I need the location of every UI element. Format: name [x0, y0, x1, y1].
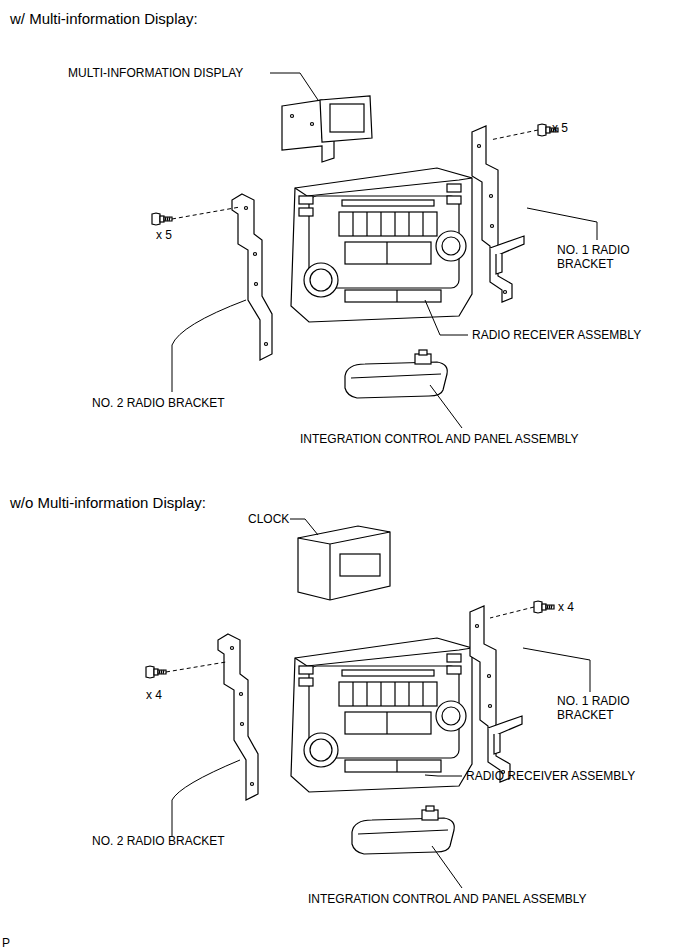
bolt-count: x 5	[552, 121, 568, 135]
section-heading: w/o Multi-information Display:	[10, 494, 206, 512]
bolt-count: x 4	[146, 688, 162, 702]
part-label: NO. 1 RADIO BRACKET	[557, 694, 641, 722]
section-heading: w/ Multi-information Display:	[10, 10, 198, 28]
part-label: NO. 1 RADIO BRACKET	[557, 243, 641, 271]
bolt-count: x 5	[156, 228, 172, 242]
part-label: CLOCK	[248, 512, 289, 526]
part-label: INTEGRATION CONTROL AND PANEL ASSEMBLY	[308, 892, 587, 906]
part-label: RADIO RECEIVER ASSEMBLY	[466, 769, 635, 783]
part-label: MULTI-INFORMATION DISPLAY	[68, 66, 243, 80]
part-label: NO. 2 RADIO BRACKET	[92, 834, 225, 848]
part-label: INTEGRATION CONTROL AND PANEL ASSEMBLY	[300, 432, 579, 446]
part-label: RADIO RECEIVER ASSEMBLY	[472, 328, 641, 342]
page-mark: P	[2, 936, 10, 950]
bolt-count: x 4	[558, 600, 574, 614]
part-label: NO. 2 RADIO BRACKET	[92, 396, 225, 410]
